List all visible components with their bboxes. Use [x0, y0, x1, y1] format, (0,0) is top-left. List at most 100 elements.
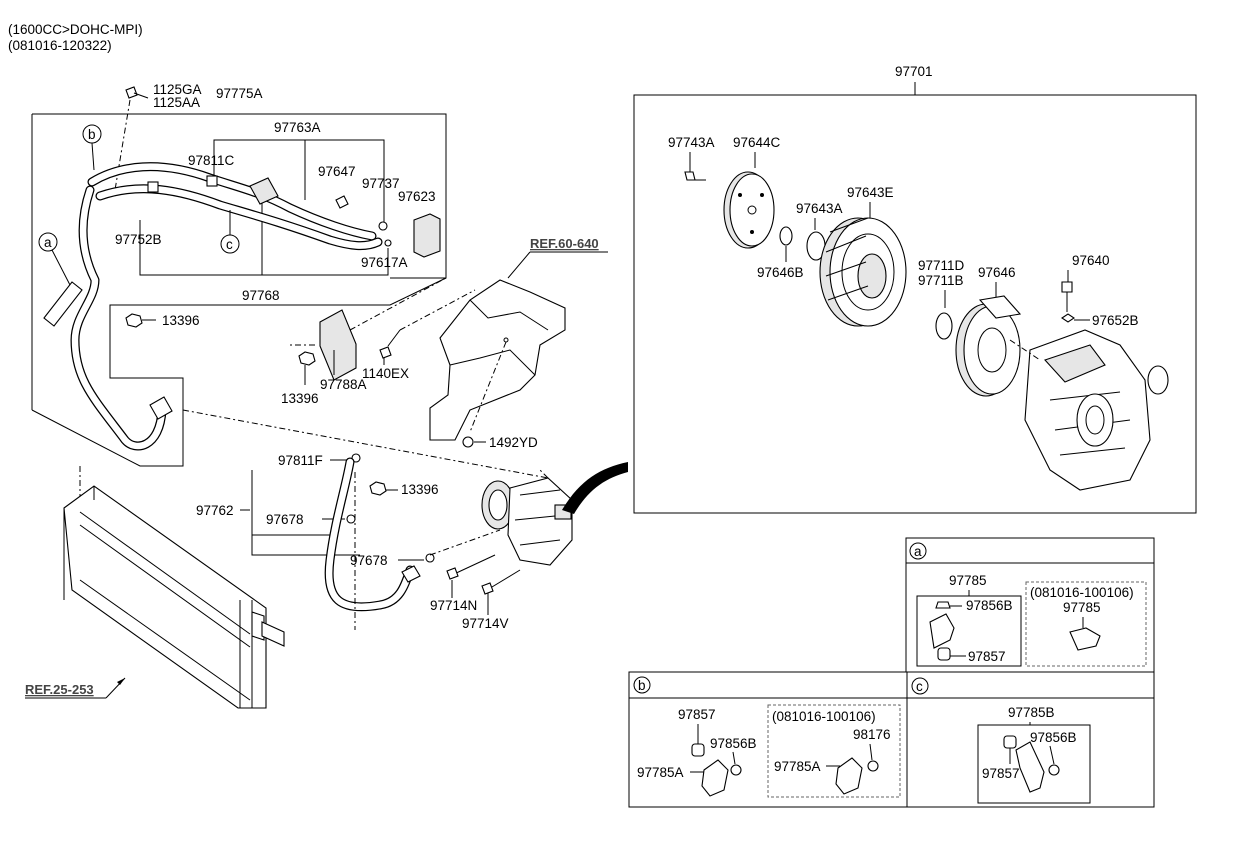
label-13396-lower: 13396 — [401, 482, 439, 497]
cap-97623[interactable] — [413, 213, 441, 258]
gasket-97652B[interactable] — [1061, 313, 1075, 323]
label-97775A: 97775A — [216, 86, 263, 101]
oring-97678-upper[interactable] — [346, 514, 356, 524]
compressor-box-frame — [633, 94, 1197, 514]
fitting-97752B[interactable] — [147, 181, 159, 193]
label-97711D: 97711D — [918, 258, 965, 273]
label-panel-a-97857: 97857 — [968, 649, 1006, 664]
label-97763A: 97763A — [274, 120, 321, 135]
oring-97617A[interactable] — [384, 239, 392, 247]
label-97678-upper: 97678 — [266, 512, 304, 527]
body-bracket-group: 13396 97788A 1140EX REF.60-640 1492YD — [281, 236, 608, 450]
compressor-box-title: 97701 — [895, 64, 933, 79]
label-97737: 97737 — [362, 176, 400, 191]
panel-b: b 97857 97856B 97785A (081016-100106) 98… — [628, 671, 1154, 808]
bracket-97785A-b[interactable] — [701, 759, 729, 797]
bracket-97785-alt[interactable] — [1069, 627, 1101, 651]
callout-a-text: a — [44, 235, 52, 250]
label-97644C: 97644C — [733, 135, 781, 150]
pulley-97643E[interactable] — [819, 217, 907, 327]
clip-97856B-a[interactable] — [935, 601, 951, 609]
nut-13396-mid[interactable] — [298, 351, 316, 366]
label-panel-a-97785: 97785 — [949, 573, 987, 588]
coil-97646[interactable] — [955, 295, 1022, 397]
label-97643A: 97643A — [796, 201, 843, 216]
bolt-1125GA[interactable] — [125, 86, 149, 99]
label-panel-b-97857: 97857 — [678, 707, 716, 722]
label-panel-c-97785B: 97785B — [1008, 705, 1055, 720]
bracket-97788A[interactable] — [319, 309, 357, 381]
clip-98176[interactable] — [867, 760, 879, 772]
bolt-1140EX[interactable] — [379, 346, 392, 359]
label-panel-a-97856B: 97856B — [966, 598, 1013, 613]
nut-13396-lower[interactable] — [369, 481, 387, 496]
ref-60-640: REF.60-640 — [530, 236, 599, 251]
panel-c: c 97785B 97856B 97857 — [906, 671, 1155, 808]
valve-97640[interactable] — [1061, 281, 1073, 293]
oring-97678-lower[interactable] — [425, 553, 435, 563]
panel-b-tag-text: b — [638, 678, 646, 693]
callout-b-text: b — [88, 127, 96, 142]
shim-97646B[interactable] — [779, 226, 793, 246]
label-13396-upper: 13396 — [162, 313, 200, 328]
snapring-97711D[interactable] — [935, 312, 953, 340]
bolt-97647[interactable] — [335, 195, 349, 209]
panel-b-tag — [633, 676, 651, 694]
bracket-97785A-alt[interactable] — [835, 757, 863, 795]
label-97623: 97623 — [398, 189, 436, 204]
label-97811F: 97811F — [278, 453, 323, 468]
bracket-97785B[interactable] — [1015, 741, 1045, 793]
label-1125GA: 1125GA — [153, 82, 202, 97]
clip-97856B-c[interactable] — [1048, 764, 1060, 776]
clip-97856B-b[interactable] — [730, 764, 742, 776]
muffler[interactable] — [249, 177, 279, 205]
label-97647: 97647 — [318, 164, 356, 179]
hose-clamp-a[interactable] — [43, 281, 83, 327]
label-panel-a-alt-97785: 97785 — [1063, 600, 1101, 615]
fitting-97811C[interactable] — [206, 175, 218, 187]
label-panel-b-98176: 98176 — [853, 727, 891, 742]
label-97743A: 97743A — [668, 135, 715, 150]
engine-spec: (1600CC>DOHC-MPI) — [8, 22, 143, 37]
label-97811C: 97811C — [188, 153, 235, 168]
bracket-97785-a[interactable] — [929, 613, 955, 649]
production-period: (081016-120322) — [8, 38, 112, 53]
label-97788A: 97788A — [320, 377, 367, 392]
discharge-hose-group: 97811F 97762 97678 97678 13396 97714N 97… — [196, 453, 628, 631]
bolt-97743A[interactable] — [684, 171, 696, 181]
condenser-group: REF.25-253 — [25, 472, 356, 709]
grommet-97857-a[interactable] — [937, 647, 951, 661]
label-97643E: 97643E — [847, 185, 894, 200]
label-97646: 97646 — [978, 265, 1016, 280]
label-1125AA: 1125AA — [153, 95, 200, 110]
compressor-body[interactable] — [1024, 329, 1169, 491]
label-97678-lower: 97678 — [350, 553, 388, 568]
oring-97737[interactable] — [378, 221, 388, 231]
panel-c-tag-text: c — [916, 679, 923, 694]
panel-b-alt-period: (081016-100106) — [772, 709, 876, 724]
grommet-97857-b[interactable] — [691, 743, 705, 757]
compressor-small[interactable] — [481, 477, 573, 566]
nut-13396-upper[interactable] — [125, 313, 143, 328]
ref-25-253: REF.25-253 — [25, 682, 94, 697]
label-97752B: 97752B — [115, 232, 162, 247]
plate-97644C[interactable] — [723, 171, 775, 249]
condenser — [63, 485, 267, 709]
label-97617A: 97617A — [361, 255, 408, 270]
label-97640: 97640 — [1072, 253, 1110, 268]
plug-1492YD[interactable] — [462, 436, 474, 448]
callout-a[interactable] — [38, 232, 58, 252]
panel-a-tag — [909, 542, 927, 560]
hose-fitting-compressor[interactable] — [401, 565, 421, 583]
label-panel-b-97856B: 97856B — [710, 736, 757, 751]
label-1492YD: 1492YD — [489, 435, 538, 450]
label-1140EX: 1140EX — [362, 366, 409, 381]
label-97768: 97768 — [242, 288, 280, 303]
label-97652B: 97652B — [1092, 313, 1139, 328]
callout-c-text: c — [226, 237, 233, 252]
bolt-97714N[interactable] — [446, 567, 459, 580]
grommet-97857-c[interactable] — [1003, 735, 1017, 749]
hose-end-fitting[interactable] — [149, 396, 173, 420]
panel-c-tag — [911, 677, 929, 695]
bolt-97714V[interactable] — [481, 582, 494, 595]
